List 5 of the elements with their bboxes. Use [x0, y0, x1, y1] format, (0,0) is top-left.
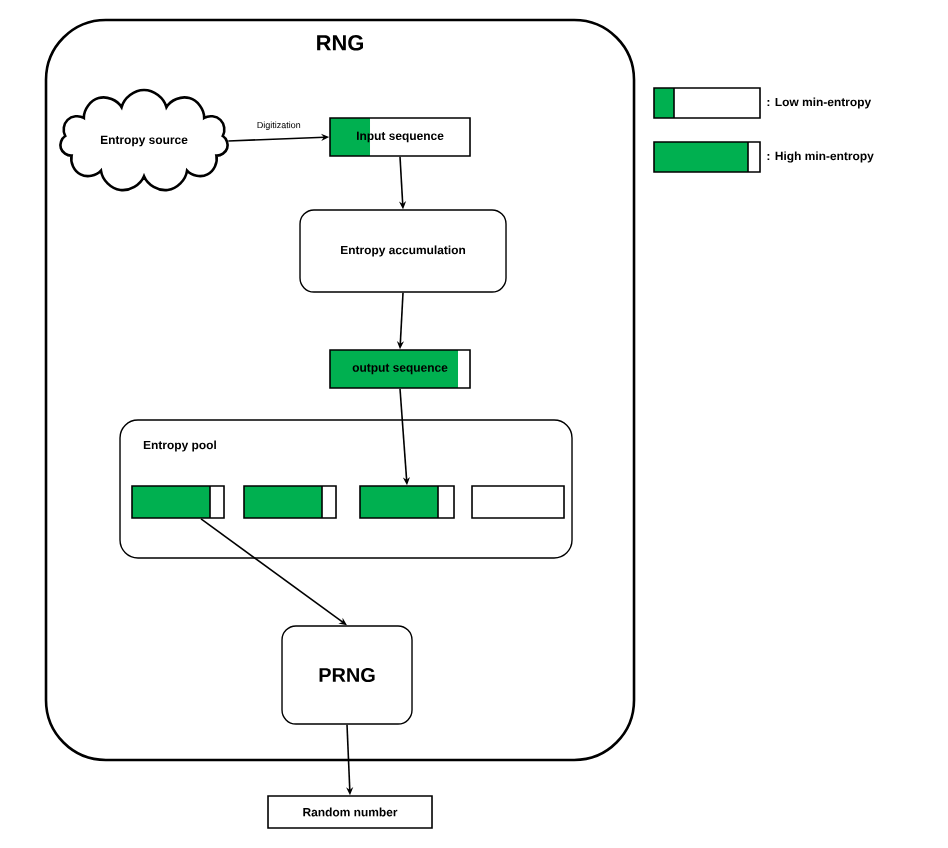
sequence-bar	[359, 485, 455, 519]
sequence-bar	[243, 485, 337, 519]
sequence-bar	[131, 485, 225, 519]
process-box: PRNG	[281, 625, 413, 725]
sequence-bar	[471, 485, 565, 519]
